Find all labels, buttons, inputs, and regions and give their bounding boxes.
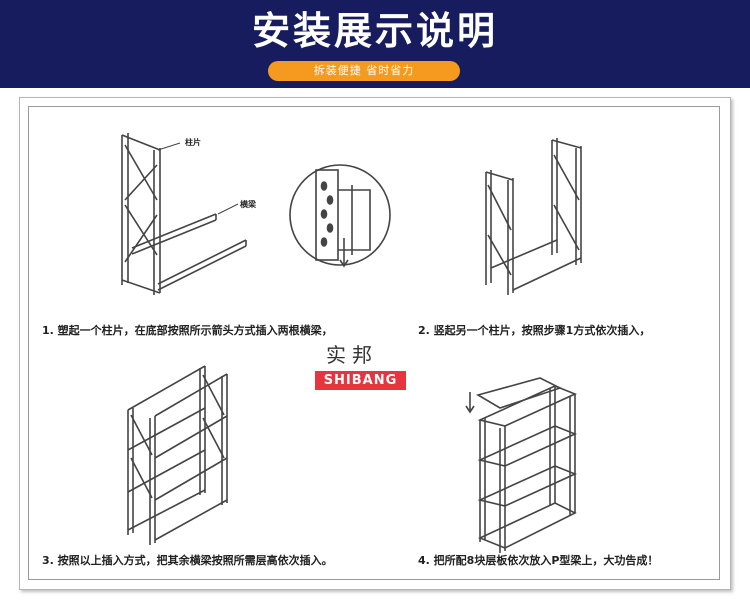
- step2-caption: 2. 竖起另一个柱片，按照步骤1方式依次插入，: [418, 324, 651, 337]
- step3-illustration: [127, 365, 228, 545]
- detail-circle-illustration: [289, 164, 391, 268]
- step1-caption: 1. 塑起一个柱片，在底部按照所示箭头方式插入两根横梁，: [42, 324, 333, 337]
- column-label: 柱片: [185, 138, 201, 147]
- step4-caption: 4. 把所配8块层板依次放入P型梁上，大功告成！: [418, 554, 659, 567]
- step4-illustration: [465, 377, 578, 553]
- header-banner: 安装展示说明 拆装便捷 省时省力: [0, 0, 750, 88]
- beam-label: 横梁: [240, 200, 256, 209]
- step1-illustration: [121, 133, 247, 295]
- page-title: 安装展示说明: [251, 9, 498, 53]
- instruction-panel-inner-border: [28, 106, 720, 580]
- brand-logo-english: SHIBANG: [315, 371, 406, 390]
- subtitle-badge: 拆装便捷 省时省力: [268, 61, 460, 81]
- step2-illustration: [485, 138, 582, 295]
- instruction-panel: [19, 97, 731, 590]
- brand-logo-chinese: 实邦: [326, 343, 378, 367]
- step3-caption: 3. 按照以上插入方式，把其余横梁按照所需层高依次插入。: [42, 554, 333, 567]
